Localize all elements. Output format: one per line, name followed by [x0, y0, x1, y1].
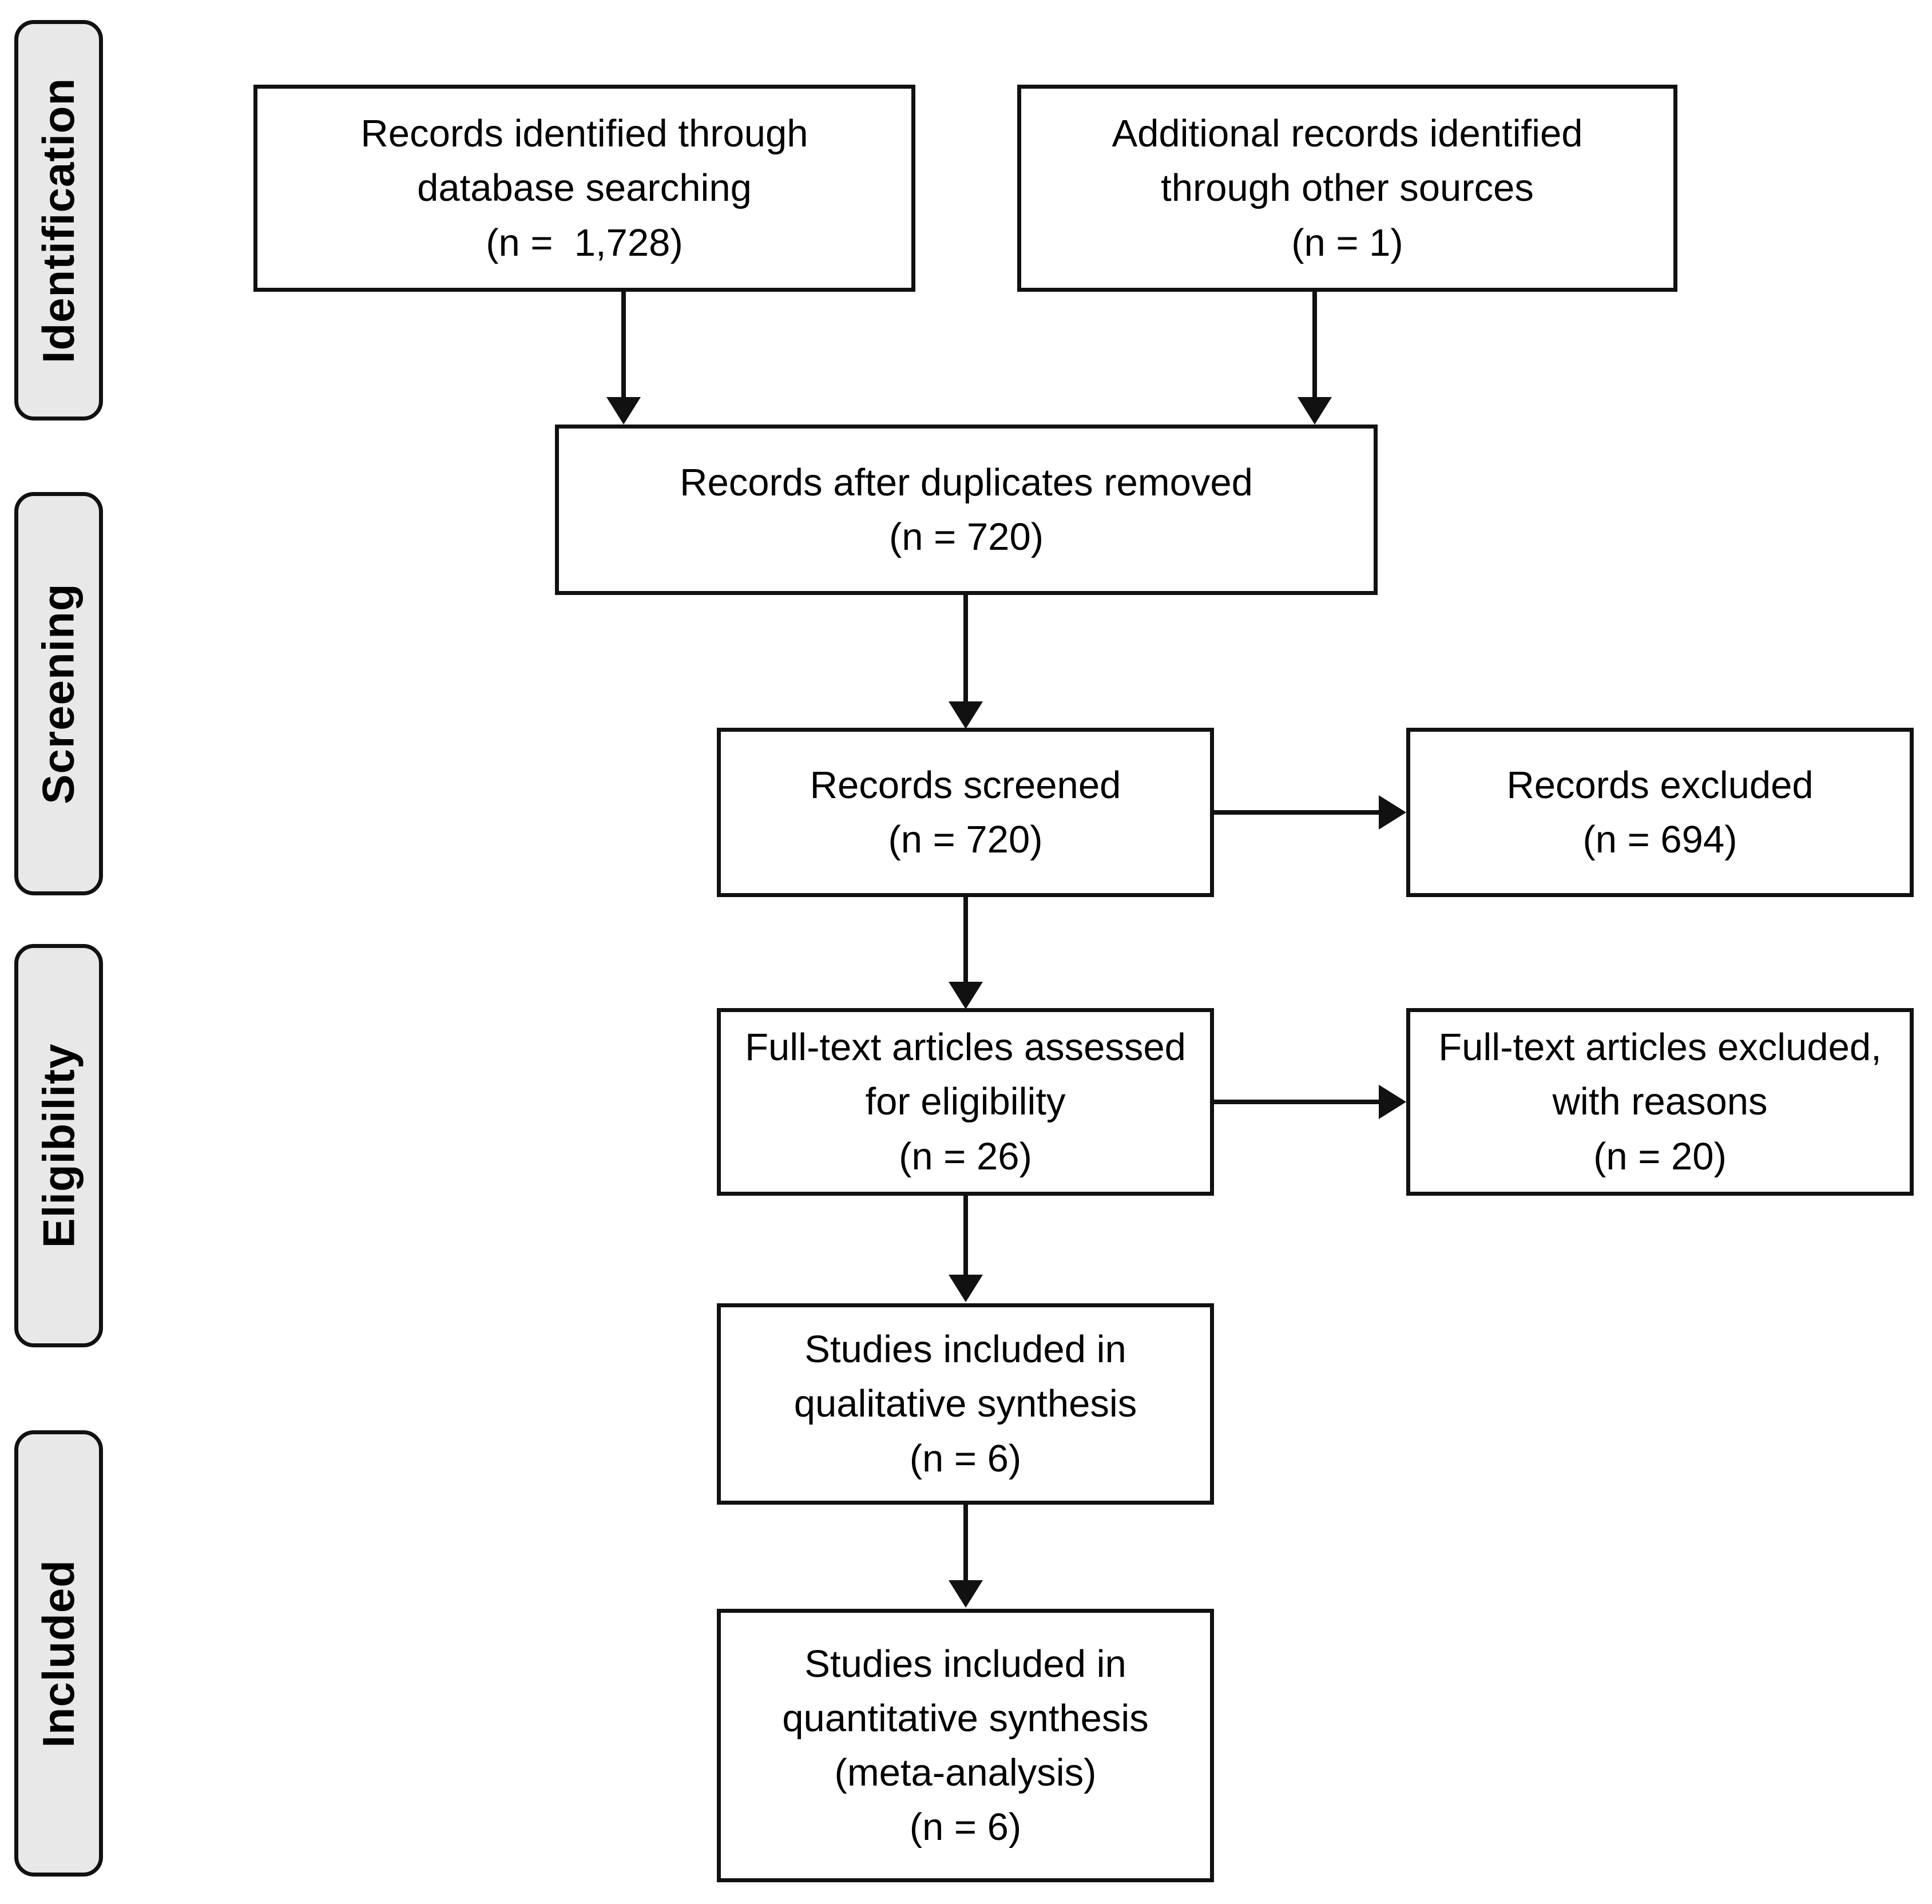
connector-fulltext-to-excluded	[1214, 1100, 1382, 1104]
box-records-screened: Records screened (n = 720)	[717, 728, 1214, 897]
connector-screened-to-excluded	[1214, 810, 1382, 815]
connector-duplicates-to-screened	[963, 595, 968, 705]
connector-screened-to-fulltext	[963, 897, 968, 986]
box-fulltext-assessed-count: (n = 26)	[899, 1135, 1032, 1178]
arrowhead-other-sources-to-duplicates	[1298, 397, 1332, 425]
arrowhead-fulltext-to-excluded	[1379, 1085, 1406, 1119]
box-fulltext-excluded-line-2: with reasons	[1552, 1080, 1768, 1124]
box-studies-quantitative-synthesis: Studies included in quantitative synthes…	[717, 1609, 1214, 1882]
box-qualitative-line-1: Studies included in	[804, 1328, 1126, 1371]
box-qualitative-line-2: qualitative synthesis	[794, 1382, 1137, 1426]
box-records-screened-line-1: Records screened	[810, 763, 1121, 807]
stage-label-included-text: Included	[33, 1559, 84, 1748]
box-records-identified-database: Records identified through database sear…	[253, 85, 915, 292]
box-other-sources-line-2: through other sources	[1161, 166, 1534, 210]
connector-database-to-duplicates	[621, 292, 626, 400]
box-fulltext-assessed-line-1: Full-text articles assessed	[745, 1026, 1186, 1069]
box-quantitative-line-1: Studies included in	[804, 1642, 1126, 1685]
box-database-search-count: (n = 1,728)	[486, 221, 683, 264]
stage-label-identification-text: Identification	[33, 77, 84, 363]
box-quantitative-line-2: quantitative synthesis	[782, 1696, 1149, 1740]
arrowhead-qualitative-to-quantitative	[949, 1580, 983, 1608]
box-other-sources-line-1: Additional records identified	[1112, 112, 1583, 156]
stage-label-screening-text: Screening	[33, 583, 84, 804]
connector-qualitative-to-quantitative	[963, 1505, 968, 1585]
connector-fulltext-to-qualitative	[963, 1196, 968, 1279]
stage-label-eligibility-text: Eligibility	[33, 1043, 84, 1248]
arrowhead-screened-to-excluded	[1379, 795, 1406, 830]
box-fulltext-articles-excluded: Full-text articles excluded, with reason…	[1406, 1008, 1914, 1196]
arrowhead-fulltext-to-qualitative	[949, 1275, 983, 1302]
connector-other-sources-to-duplicates	[1312, 292, 1317, 400]
box-fulltext-excluded-line-1: Full-text articles excluded,	[1438, 1026, 1882, 1069]
stage-label-included: Included	[14, 1430, 103, 1877]
box-records-excluded-count: (n = 694)	[1582, 818, 1737, 861]
box-records-excluded: Records excluded (n = 694)	[1406, 728, 1914, 897]
box-duplicates-removed-line-1: Records after duplicates removed	[680, 461, 1253, 504]
box-studies-qualitative-synthesis: Studies included in qualitative synthesi…	[717, 1303, 1214, 1505]
box-fulltext-articles-assessed: Full-text articles assessed for eligibil…	[717, 1008, 1214, 1196]
box-other-sources-count: (n = 1)	[1291, 221, 1403, 264]
box-quantitative-count: (n = 6)	[909, 1806, 1022, 1849]
stage-label-identification: Identification	[14, 20, 103, 421]
box-database-search-line-1: Records identified through	[360, 112, 808, 156]
box-fulltext-assessed-line-2: for eligibility	[865, 1080, 1066, 1124]
arrowhead-database-to-duplicates	[606, 397, 641, 425]
arrowhead-screened-to-fulltext	[949, 982, 983, 1009]
box-records-after-duplicates-removed: Records after duplicates removed (n = 72…	[555, 425, 1378, 595]
box-records-screened-count: (n = 720)	[888, 818, 1043, 861]
arrowhead-duplicates-to-screened	[949, 701, 983, 729]
box-database-search-line-2: database searching	[417, 166, 752, 210]
stage-label-screening: Screening	[14, 492, 103, 895]
box-records-excluded-line-1: Records excluded	[1506, 763, 1814, 807]
box-duplicates-removed-count: (n = 720)	[888, 515, 1044, 558]
box-quantitative-line-3: (meta-analysis)	[834, 1751, 1097, 1794]
box-additional-records-other-sources: Additional records identified through ot…	[1017, 85, 1677, 292]
box-fulltext-excluded-count: (n = 20)	[1593, 1135, 1727, 1178]
stage-label-eligibility: Eligibility	[14, 944, 103, 1347]
box-qualitative-count: (n = 6)	[909, 1437, 1022, 1480]
